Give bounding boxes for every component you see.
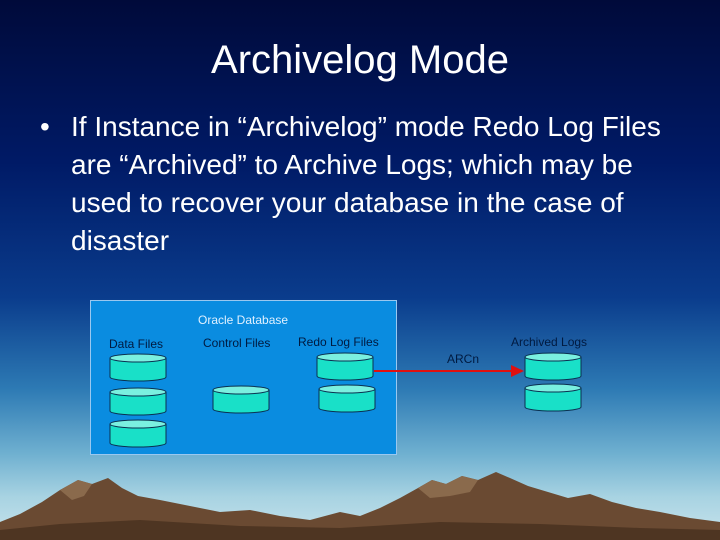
database-cylinder-icon	[109, 419, 167, 448]
database-cylinder-icon	[318, 384, 376, 413]
database-cylinder-icon	[524, 383, 582, 412]
slide-title: Archivelog Mode	[211, 38, 509, 82]
database-cylinder-icon	[109, 387, 167, 416]
database-cylinder-icon	[109, 353, 167, 382]
database-cylinder-icon	[212, 385, 270, 414]
bullet-marker: •	[40, 111, 50, 142]
arcn-label: ARCn	[447, 352, 480, 366]
bullet-point: • If Instance in “Archivelog” mode Redo …	[40, 108, 690, 260]
archived-logs-label: Archived Logs	[511, 335, 588, 349]
bullet-text: If Instance in “Archivelog” mode Redo Lo…	[71, 111, 661, 256]
database-cylinder-icon	[316, 352, 374, 381]
mountain-range	[0, 472, 720, 540]
database-cylinder-icon	[524, 352, 582, 381]
control-files-label: Control Files	[203, 336, 271, 350]
data-files-label: Data Files	[109, 337, 164, 351]
oracle-database-label: Oracle Database	[198, 313, 289, 327]
redo-log-files-label: Redo Log Files	[298, 335, 379, 349]
